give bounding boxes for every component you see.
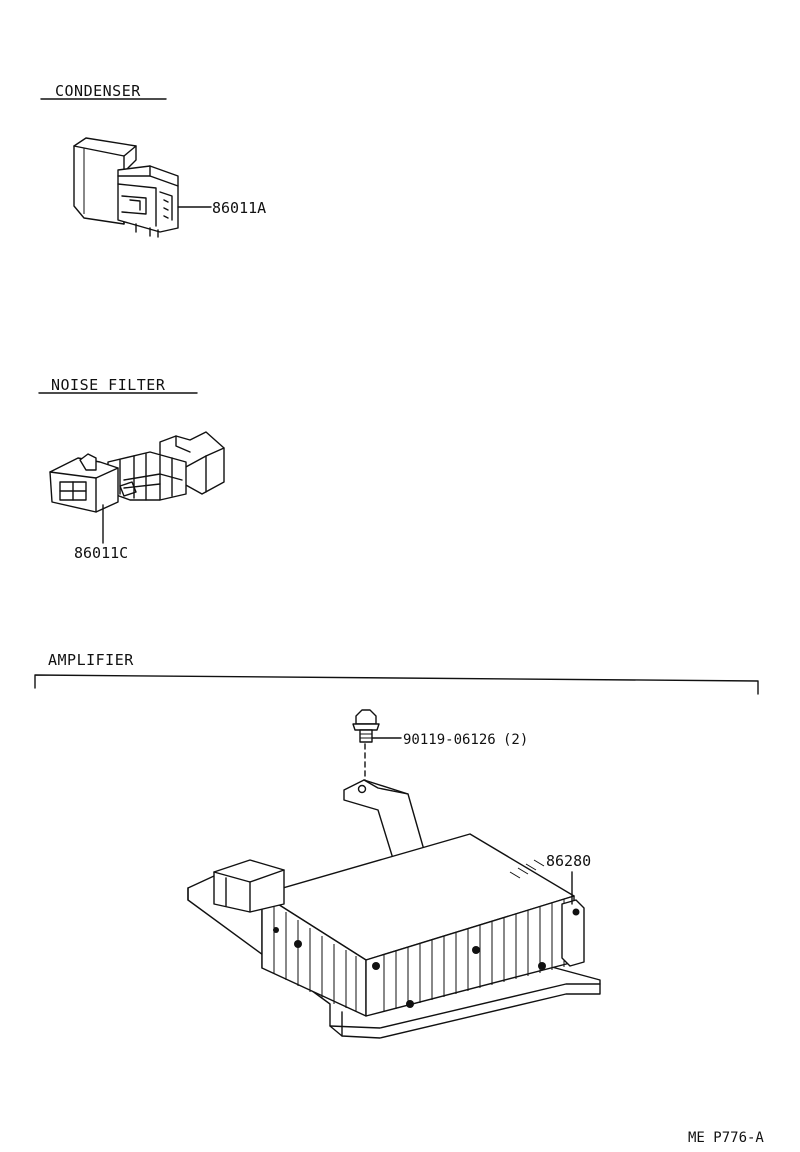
noise-filter-title: NOISE FILTER: [51, 376, 166, 394]
condenser-illustration: [73, 137, 179, 238]
noise-filter-section: NOISE FILTER 8: [38, 376, 225, 562]
amplifier-part-number: 86280: [546, 852, 591, 870]
condenser-title: CONDENSER: [55, 82, 141, 100]
noise-filter-illustration: [49, 431, 225, 513]
condenser-part-number: 86011A: [212, 199, 266, 217]
noise-filter-part-number: 86011C: [74, 544, 128, 562]
amplifier-section: AMPLIFIER 90119-06126 (2): [34, 651, 759, 1039]
condenser-section: CONDENSER 86011A: [40, 82, 266, 238]
bolt-part-number: 90119-06126: [403, 732, 496, 748]
amplifier-illustration: [187, 779, 601, 1039]
diagram-reference-code: ME P776-A: [688, 1130, 764, 1146]
amplifier-group-bracket: [34, 674, 759, 695]
bolt-quantity: (2): [503, 732, 528, 748]
amplifier-title: AMPLIFIER: [48, 651, 134, 669]
bolt-illustration: [352, 709, 380, 743]
